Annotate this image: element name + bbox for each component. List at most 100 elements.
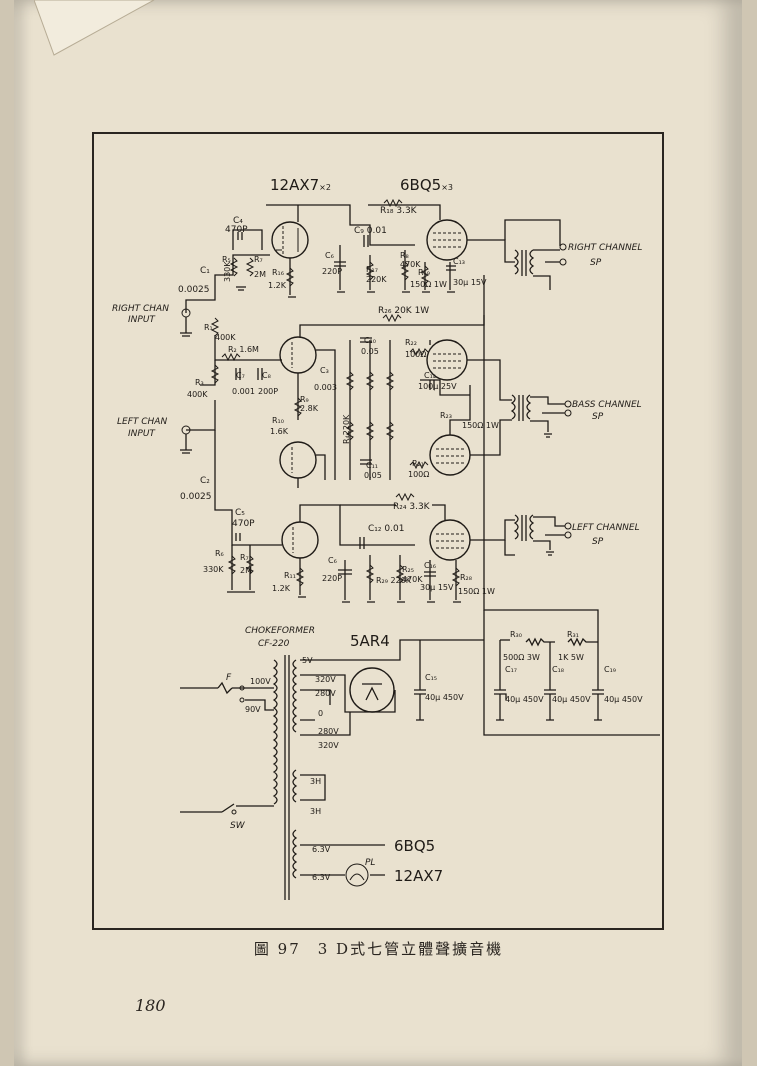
label-c11: C₁₁ (366, 461, 378, 470)
label-c13: C₁₃ (453, 257, 465, 266)
label-r6: R₆ (215, 549, 224, 558)
label-r4: R₄220K (342, 414, 351, 444)
tube-v2a (279, 336, 317, 374)
label-c6b: C₆ (328, 556, 337, 565)
pilot-lamp (345, 863, 369, 887)
label-r24: R₂₄ 3.3K (393, 502, 431, 512)
transformer-label-2: CF-220 (258, 639, 290, 649)
label-c15: C₁₅ (425, 673, 437, 682)
power-supply (180, 315, 660, 900)
right-output-label: RIGHT CHANNEL (568, 243, 642, 253)
label-r3: R₃ (195, 378, 204, 387)
label-c14: C₁₄ (424, 371, 436, 380)
output-transformer-bass (510, 394, 532, 421)
primary-100v: 100V (250, 677, 271, 686)
tap-6v3-b: 6.3V (312, 873, 331, 882)
label-c4: C₄ (233, 216, 243, 226)
value-r31: 1K 5W (558, 653, 584, 662)
book-page (14, 0, 742, 1066)
label-r11: R₁₁ (284, 571, 296, 580)
value-r7b: 2M (240, 566, 252, 575)
label-c8: C₈ (262, 371, 271, 380)
label-c5: C₅ (235, 508, 245, 518)
left-input-label-2: INPUT (128, 429, 156, 439)
value-c15: 40μ 450V (425, 693, 464, 702)
value-c16: 30μ 15V (420, 583, 454, 592)
fuse-label: F (226, 673, 232, 683)
tube-v1a (271, 221, 309, 259)
right-output-label-2: SP (590, 258, 602, 268)
label-r29: R₂₉ 220K (376, 576, 412, 585)
label-c19: C₁₉ (604, 665, 616, 674)
value-c4: 470P (225, 225, 248, 235)
value-r22: 100Ω (405, 350, 426, 359)
value-c10: 0.05 (361, 347, 379, 356)
label-r21: R₂₁ (412, 459, 424, 468)
label-c6: C₆ (325, 251, 334, 260)
label-r5: R₅ (222, 255, 231, 264)
label-r22: R₂₂ (405, 338, 417, 347)
value-c6: 220P (322, 267, 342, 276)
output-transformer-left (513, 514, 535, 541)
value-r30: 500Ω 3W (503, 653, 540, 662)
switch-label: SW (230, 821, 246, 831)
bass-output-label-2: SP (592, 412, 604, 422)
label-r17: R₁₇ (366, 265, 378, 274)
value-r25: 470K (402, 575, 423, 584)
value-c19: 40μ 450V (604, 695, 643, 704)
primary-90v: 90V (245, 705, 261, 714)
tube-v2b (281, 521, 319, 559)
tube-v7-rectifier (349, 667, 395, 713)
left-channel-stage (227, 504, 572, 603)
value-c1: 0.0025 (178, 285, 210, 295)
value-c2: 0.0025 (180, 492, 212, 502)
value-r23: 150Ω 1W (462, 421, 499, 430)
label-r28: R₂₈ (460, 573, 472, 582)
value-r11: 1.2K (272, 584, 291, 593)
value-c8: 200P (258, 387, 278, 396)
tap-280v-a: 280V (315, 689, 336, 698)
label-r16: R₁₆ (272, 268, 284, 277)
value-r17: 220K (366, 275, 387, 284)
value-r19: 150Ω 1W (410, 280, 447, 289)
value-r10: 1.6K (270, 427, 289, 436)
label-r9: R₉ (300, 395, 309, 404)
label-c1: C₁ (200, 266, 210, 276)
value-r7: 2M (254, 270, 266, 279)
value-r16: 1.2K (268, 281, 287, 290)
label-r25: R₂₅ (402, 565, 414, 574)
left-output-label-2: SP (592, 537, 604, 547)
label-r26: R₂₆ 20K 1W (378, 306, 429, 316)
tube-v6 (429, 519, 471, 561)
right-input-label-2: INPUT (128, 315, 156, 325)
heater-12ax7: 12AX7 (394, 867, 443, 885)
tap-5v: 5V (302, 656, 313, 665)
tap-0: 0 (318, 709, 323, 718)
tap-280v-b: 280V (318, 727, 339, 736)
label-r7: R₇ (254, 255, 263, 264)
value-c18: 40μ 450V (552, 695, 591, 704)
left-input-label: LEFT CHAN (117, 417, 167, 427)
value-c6b: 220P (322, 574, 342, 583)
label-r2: R₂ 1.6M (228, 345, 259, 354)
tap-320v-a: 320V (315, 675, 336, 684)
value-c14: 100μ 25V (418, 382, 457, 391)
label-c12: C₁₂ 0.01 (368, 524, 404, 534)
tube-label-12ax7: 12AX7×2 (270, 176, 331, 194)
left-output-label: LEFT CHANNEL (572, 523, 640, 533)
folded-corner (34, 0, 155, 56)
value-c3: 0.003 (314, 383, 337, 392)
label-r31: R₃₁ (567, 630, 579, 639)
label-r30: R₃₀ (510, 630, 522, 639)
value-r1: 400K (215, 333, 236, 342)
label-c17: C₁₇ (505, 665, 517, 674)
rectifier-label: 5AR4 (350, 632, 390, 650)
transformer-label: CHOKEFORMER (245, 626, 315, 636)
label-r10: R₁₀ (272, 416, 284, 425)
label-c2: C₂ (200, 476, 210, 486)
label-c10: C₁₀ (364, 336, 376, 345)
value-r9: 2.8K (300, 404, 319, 413)
value-c17: 40μ 450V (505, 695, 544, 704)
label-r1: R₁ (204, 323, 213, 332)
heater-6bq5: 6BQ5 (394, 837, 435, 855)
